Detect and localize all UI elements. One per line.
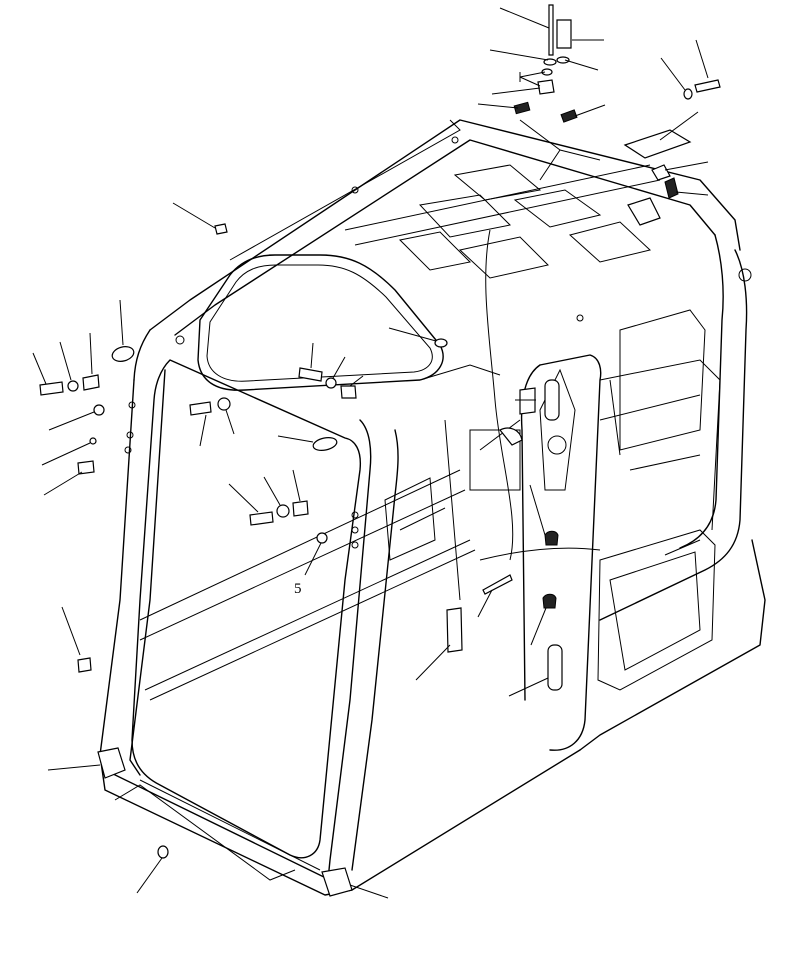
callout-item-5: 5 [294, 581, 302, 597]
cab-frame [97, 119, 766, 897]
leader-lines [32, 7, 709, 899]
exploded-parts [39, 4, 721, 859]
